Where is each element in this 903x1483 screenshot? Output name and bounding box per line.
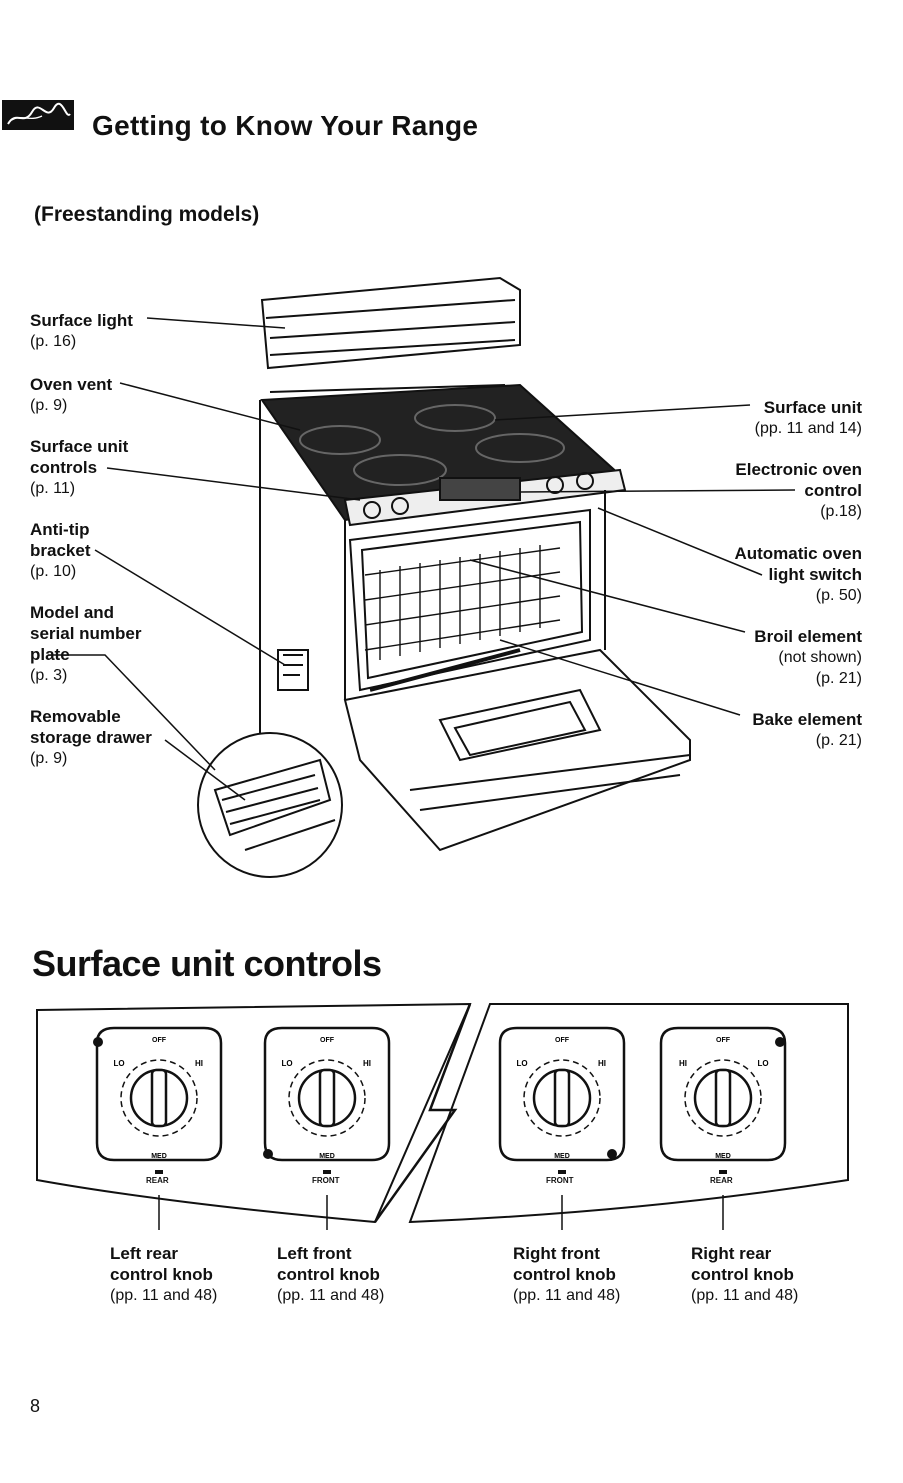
- dial-label-med: MED: [151, 1153, 167, 1160]
- knob-caption-page: (pp. 11 and 48): [513, 1287, 621, 1304]
- dial-label-hi: HI: [195, 1059, 203, 1068]
- callout-page: (p. 21): [815, 670, 862, 687]
- knob-grip: [150, 1068, 168, 1128]
- indicator-dot: [263, 1149, 273, 1159]
- knob-caption-page: (pp. 11 and 48): [110, 1287, 218, 1304]
- callout-page: (p. 50): [815, 587, 862, 604]
- knob-caption-right-rear: Right rear control knob (pp. 11 and 48): [691, 1243, 798, 1306]
- knob-caption-label: control knob: [110, 1265, 213, 1284]
- knob-caption-left-rear: Left rear control knob (pp. 11 and 48): [110, 1243, 217, 1306]
- callout-label: Oven vent: [30, 375, 113, 394]
- callout-note: (not shown): [778, 649, 862, 666]
- callout-model-serial-plate: Model and serial number plate (p. 3): [30, 602, 142, 686]
- callout-surface-unit-controls: Surface unit controls (p. 11): [30, 436, 128, 499]
- knob-caption-label: control knob: [691, 1265, 794, 1284]
- knob-panel: OFF MED LO HI OFF MED LO HI OFF MED LO HI OFF MED HI LO: [0, 995, 903, 1235]
- callout-label: Electronic oven: [735, 460, 862, 479]
- callout-label: Surface unit: [763, 398, 862, 417]
- callout-page: (p. 9): [30, 750, 68, 767]
- callout-storage-drawer: Removable storage drawer (p. 9): [30, 706, 152, 769]
- callout-page: (p. 11): [30, 480, 76, 497]
- knob-caption-label: Right rear: [691, 1244, 772, 1263]
- header-logo: [2, 100, 74, 130]
- callout-label: controls: [30, 458, 98, 477]
- knob-position-label-front: FRONT: [312, 1176, 340, 1185]
- callout-anti-tip-bracket: Anti-tip bracket (p. 10): [30, 519, 90, 582]
- indicator-dot: [607, 1149, 617, 1159]
- knob-caption-label: control knob: [277, 1265, 380, 1284]
- callout-page: (p. 3): [30, 667, 68, 684]
- callout-label: light switch: [768, 565, 863, 584]
- dial-label-med: MED: [554, 1153, 570, 1160]
- callout-label: plate: [30, 645, 70, 664]
- callout-label: Removable: [30, 707, 121, 726]
- dial-label-lo: LO: [516, 1059, 527, 1068]
- indicator-dot: [775, 1037, 785, 1047]
- knob-caption-page: (pp. 11 and 48): [277, 1287, 385, 1304]
- knob-caption-right-front: Right front control knob (pp. 11 and 48): [513, 1243, 620, 1306]
- callout-label: storage drawer: [30, 728, 152, 747]
- callout-page: (p. 9): [30, 397, 68, 414]
- position-marker: [155, 1170, 163, 1174]
- dial-label-off: OFF: [152, 1037, 167, 1044]
- position-marker: [558, 1170, 566, 1174]
- callout-surface-unit: Surface unit (pp. 11 and 14): [755, 397, 862, 439]
- dial-label-hi: HI: [598, 1059, 606, 1068]
- dial-label-off: OFF: [555, 1037, 570, 1044]
- dial-label-lo: LO: [113, 1059, 124, 1068]
- callout-surface-light: Surface light (p. 16): [30, 310, 133, 352]
- dial-label-off: OFF: [716, 1037, 731, 1044]
- callout-page: (p.18): [820, 503, 862, 520]
- callout-page: (p. 16): [30, 333, 77, 350]
- dial-label-med: MED: [319, 1153, 335, 1160]
- knob-caption-left-front: Left front control knob (pp. 11 and 48): [277, 1243, 384, 1306]
- callout-label: Automatic oven: [734, 544, 862, 563]
- knob-caption-label: Left rear: [110, 1244, 179, 1263]
- knob-caption-page: (pp. 11 and 48): [691, 1287, 799, 1304]
- page-title: Getting to Know Your Range: [92, 110, 479, 141]
- callout-broil-element: Broil element (not shown) (p. 21): [754, 626, 862, 689]
- section-title: Surface unit controls: [32, 943, 382, 984]
- dial-label-lo: HI: [679, 1059, 687, 1068]
- callout-label: control: [804, 481, 862, 500]
- dial-label-off: OFF: [320, 1037, 335, 1044]
- callout-bake-element: Bake element (p. 21): [752, 709, 862, 751]
- callout-label: Bake element: [752, 710, 862, 729]
- dial-label-hi: HI: [363, 1059, 371, 1068]
- knob-grip: [318, 1068, 336, 1128]
- callout-page: (pp. 11 and 14): [754, 420, 862, 437]
- callout-label: serial number: [30, 624, 142, 643]
- callout-light-switch: Automatic oven light switch (p. 50): [734, 543, 862, 606]
- dial-label-med: MED: [715, 1153, 731, 1160]
- knob-position-label-rear: REAR: [710, 1176, 733, 1185]
- page-subtitle: (Freestanding models): [34, 203, 260, 226]
- callout-electronic-oven-control: Electronic oven control (p.18): [735, 459, 862, 522]
- knob-caption-label: Right front: [513, 1244, 600, 1263]
- callout-label: Model and: [30, 603, 115, 622]
- knob-caption-label: Left front: [277, 1244, 352, 1263]
- callout-label: Surface light: [30, 311, 133, 330]
- indicator-dot: [93, 1037, 103, 1047]
- callout-label: Surface unit: [30, 437, 129, 456]
- callout-oven-vent: Oven vent (p. 9): [30, 374, 112, 416]
- knob-caption-label: control knob: [513, 1265, 616, 1284]
- callout-label: Anti-tip: [30, 520, 90, 539]
- dial-label-hi: LO: [757, 1059, 768, 1068]
- callout-label: bracket: [30, 541, 91, 560]
- dial-label-lo: LO: [281, 1059, 292, 1068]
- knob-grip: [714, 1068, 732, 1128]
- knob-position-label-front: FRONT: [546, 1176, 574, 1185]
- callout-page: (p. 21): [815, 732, 862, 749]
- range-illustration: [0, 260, 903, 900]
- position-marker: [719, 1170, 727, 1174]
- knob-grip: [553, 1068, 571, 1128]
- callout-label: Broil element: [754, 627, 862, 646]
- callout-page: (p. 10): [30, 563, 77, 580]
- position-marker: [323, 1170, 331, 1174]
- knob-position-label-rear: REAR: [146, 1176, 169, 1185]
- page-number: 8: [30, 1396, 41, 1416]
